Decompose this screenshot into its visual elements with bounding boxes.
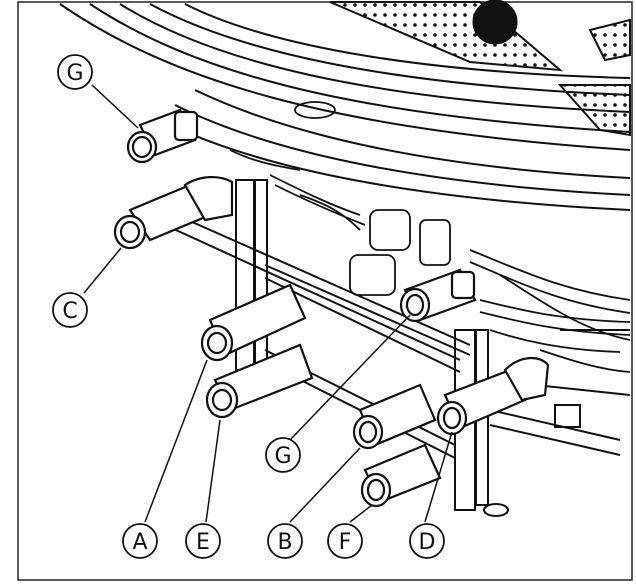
leader-line-e: [205, 419, 221, 523]
callout-d: D: [409, 523, 445, 559]
callout-c: C: [52, 292, 88, 328]
perforated-plates: [329, 0, 631, 137]
leader-line-a: [144, 359, 208, 523]
callout-e-label: E: [196, 530, 210, 555]
leader-line-d: [424, 431, 453, 523]
callout-f-label: F: [339, 530, 352, 555]
housing-arcs: [59, 3, 631, 211]
leader-line-f: [349, 504, 373, 523]
internal-hoses: [229, 101, 631, 373]
leader-lines: [83, 84, 453, 523]
callout-d-label: D: [419, 530, 436, 555]
connector-c: [113, 176, 234, 250]
connector-e: [205, 343, 314, 419]
callout-a: A: [122, 523, 158, 559]
leader-line-g-mid: [289, 314, 411, 441]
callout-g-mid: G: [265, 437, 301, 473]
callout-g-top-label: G: [66, 61, 83, 86]
callout-a-label: A: [132, 530, 147, 555]
callout-c-label: C: [62, 299, 77, 324]
leader-line-g-top: [91, 84, 139, 129]
callout-b: B: [267, 523, 303, 559]
leader-line-b: [289, 447, 361, 523]
connector-g-top: [126, 108, 199, 164]
connector-g-mid: [399, 268, 477, 323]
callout-f: F: [327, 523, 363, 559]
leader-line-c: [83, 247, 122, 294]
callouts: G C G A E B F D: [52, 54, 445, 559]
callout-e: E: [185, 523, 221, 559]
callout-g-mid-label: G: [274, 444, 291, 469]
connector-f: [360, 443, 442, 508]
connector-a: [200, 283, 307, 362]
callout-b-label: B: [277, 530, 292, 555]
connector-b: [352, 383, 437, 450]
connector-d: [436, 357, 550, 436]
callout-g-top: G: [57, 54, 93, 90]
